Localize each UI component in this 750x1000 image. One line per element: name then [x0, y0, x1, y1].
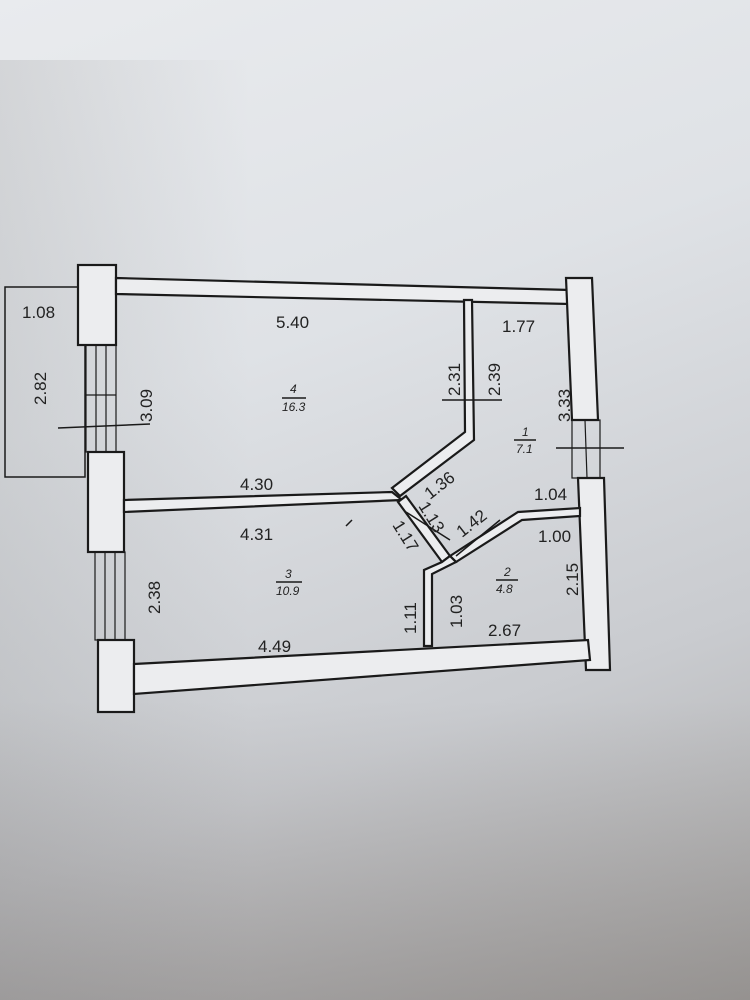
room3-dim-right: 1.11 — [401, 602, 420, 634]
top-wall — [114, 276, 572, 306]
room4-dim-right-b: 2.39 — [485, 363, 504, 396]
partition-4-3 — [122, 490, 405, 514]
room-2-area: 4.8 — [496, 582, 513, 596]
room2-dim-left: 1.03 — [447, 595, 466, 628]
room-4-label: 4 16.3 — [282, 382, 306, 414]
room-1-area: 7.1 — [516, 442, 533, 456]
room-4-area: 16.3 — [282, 400, 306, 414]
room2-dim-bottom: 2.67 — [488, 621, 521, 640]
left-wall-upper — [76, 263, 118, 347]
room2-dim-right: 2.15 — [563, 563, 582, 596]
room-1-label: 1 7.1 — [514, 425, 536, 456]
balcony-outline — [4, 286, 86, 478]
tick-3-09 — [57, 423, 151, 429]
room-2-number: 2 — [503, 565, 511, 579]
tick-1-13 — [405, 511, 451, 541]
left-wall-lower — [96, 638, 136, 714]
room-3-area: 10.9 — [276, 584, 300, 598]
partition-3-2 — [422, 554, 458, 648]
room3-dim-top: 4.31 — [240, 525, 273, 544]
window-room-3 — [94, 551, 126, 641]
room1-dim-bottom: 1.04 — [534, 485, 567, 504]
window-room-1 — [571, 419, 601, 479]
room4-dim-top: 5.40 — [276, 313, 309, 332]
room-4-number: 4 — [290, 382, 297, 396]
room1-dim-top: 1.77 — [502, 317, 535, 336]
room-3-label: 3 10.9 — [276, 567, 302, 598]
room-2-label: 2 4.8 — [496, 565, 518, 596]
room4-dim-right-a: 2.31 — [445, 363, 464, 396]
balcony-height-label: 2.82 — [31, 372, 50, 405]
partition-4-1 — [390, 298, 476, 498]
room4-dim-left: 3.09 — [137, 389, 156, 422]
left-wall-middle — [86, 450, 126, 554]
tick-1-42 — [455, 519, 501, 557]
pencil-mark — [345, 519, 353, 527]
room4-dim-bottom: 4.30 — [240, 475, 273, 494]
room3-dim-bottom: 4.49 — [258, 637, 291, 656]
window-room-4 — [85, 344, 117, 453]
bottom-wall — [132, 638, 592, 696]
room1-dim-right: 3.33 — [555, 389, 574, 422]
room2-dim-top: 1.00 — [538, 527, 571, 546]
room3-dim-left: 2.38 — [145, 581, 164, 614]
room-1-number: 1 — [522, 425, 529, 439]
balcony-width-label: 1.08 — [22, 303, 55, 322]
paper-shadow-bottom — [0, 700, 750, 1000]
room-3-number: 3 — [285, 567, 292, 581]
